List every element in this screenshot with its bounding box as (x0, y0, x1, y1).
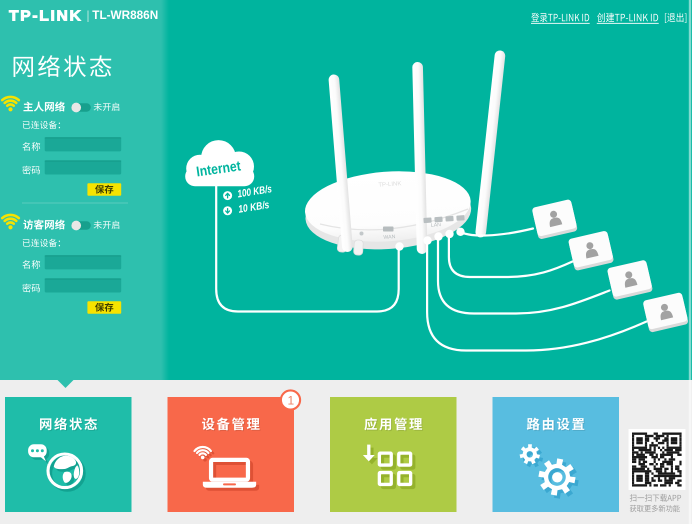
svg-text:TP-LINK: TP-LINK (378, 181, 401, 189)
svg-text:WAN: WAN (383, 234, 396, 241)
svg-text:TP-LINK: TP-LINK (9, 7, 83, 24)
svg-text:1: 1 (287, 394, 294, 408)
svg-text:10 KB/s: 10 KB/s (237, 199, 270, 216)
svg-text:Internet: Internet (195, 158, 242, 180)
svg-text:LAN: LAN (431, 222, 442, 229)
svg-text:TL-WR886N: TL-WR886N (92, 9, 158, 22)
svg-text:100 KB/s: 100 KB/s (237, 183, 273, 200)
svg-text:|: | (87, 11, 90, 23)
